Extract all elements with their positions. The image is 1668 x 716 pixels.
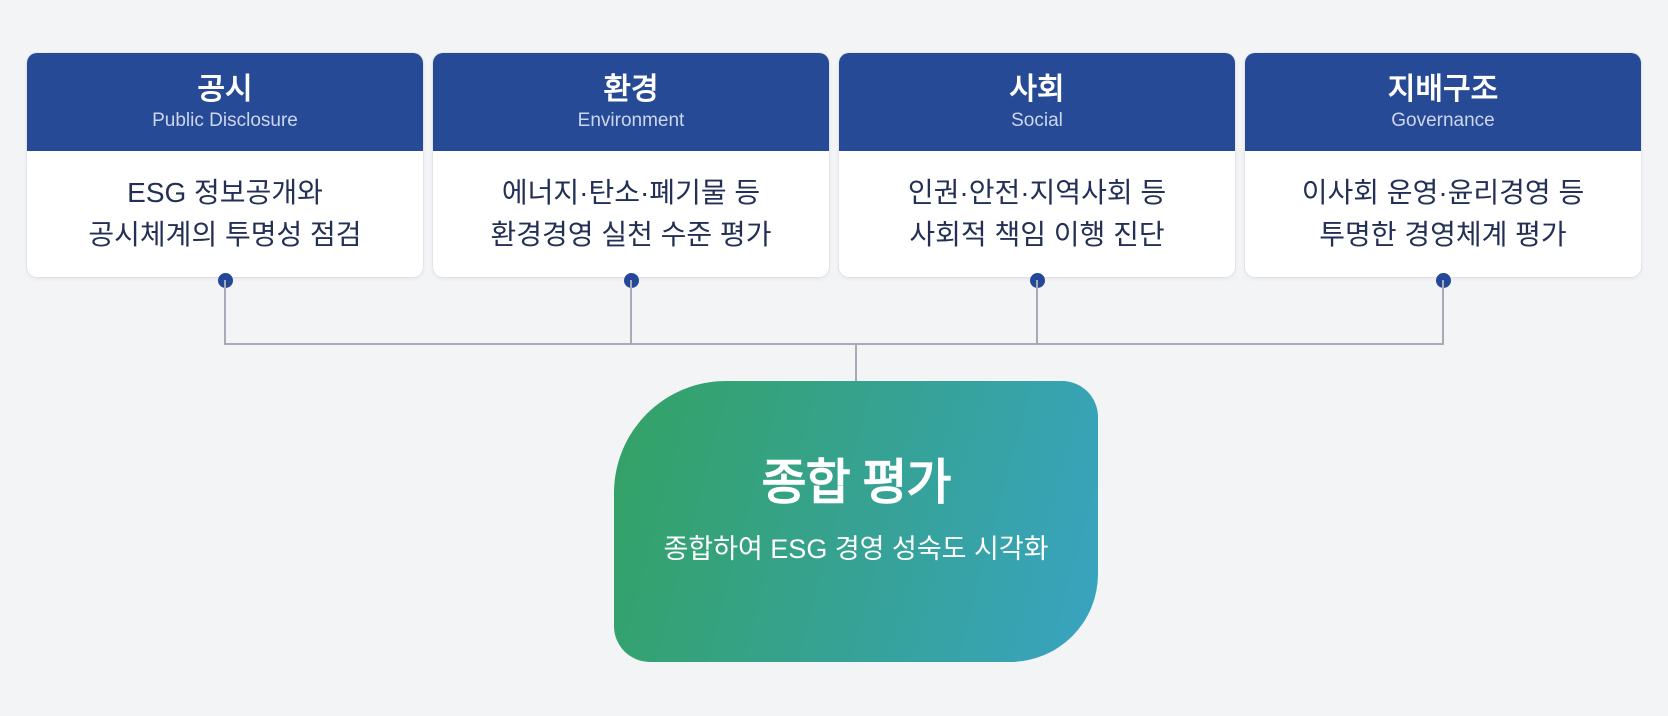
pillar-description-line: 에너지·탄소·폐기물 등	[501, 177, 761, 208]
pillar-description-line: 환경경영 실천 수준 평가	[490, 219, 772, 250]
pillar-description-line: 공시체계의 투명성 점검	[88, 219, 362, 250]
pillar-card-governance: 지배구조 Governance 이사회 운영·윤리경영 등 투명한 경영체계 평…	[1245, 53, 1641, 288]
pillar-title-en: Public Disclosure	[152, 109, 298, 131]
pillar-card-header: 지배구조 Governance	[1245, 53, 1641, 151]
pillar-card-header: 환경 Environment	[433, 53, 829, 151]
pillar-description-line: ESG 정보공개와	[127, 177, 323, 208]
pillar-title-ko: 환경	[603, 72, 659, 106]
pillar-description: 인권·안전·지역사회 등 사회적 책임 이행 진단	[839, 151, 1235, 277]
pillar-card-social: 사회 Social 인권·안전·지역사회 등 사회적 책임 이행 진단	[839, 53, 1235, 288]
pillar-title-ko: 지배구조	[1387, 72, 1499, 106]
pillar-card-environment: 환경 Environment 에너지·탄소·폐기물 등 환경경영 실천 수준 평…	[433, 53, 829, 288]
pillar-card-header: 공시 Public Disclosure	[27, 53, 423, 151]
pillar-title-ko: 공시	[197, 72, 253, 106]
pillar-title-en: Governance	[1391, 109, 1495, 131]
summary-subtitle: 종합하여 ESG 경영 성숙도 시각화	[663, 533, 1049, 564]
pillar-card-header: 사회 Social	[839, 53, 1235, 151]
pillar-description-line: 인권·안전·지역사회 등	[907, 177, 1167, 208]
pillar-description: 이사회 운영·윤리경영 등 투명한 경영체계 평가	[1245, 151, 1641, 277]
summary-title: 종합 평가	[761, 456, 952, 510]
connector-stub	[224, 280, 226, 344]
summary-panel: 종합 평가 종합하여 ESG 경영 성숙도 시각화	[614, 381, 1098, 662]
pillar-description-line: 이사회 운영·윤리경영 등	[1301, 177, 1585, 208]
pillar-description: 에너지·탄소·폐기물 등 환경경영 실천 수준 평가	[433, 151, 829, 277]
connector-horizontal-line	[224, 343, 1444, 345]
connector-stub	[1442, 280, 1444, 344]
pillar-title-en: Social	[1011, 109, 1063, 131]
pillar-description-line: 사회적 책임 이행 진단	[909, 219, 1165, 250]
connector-center-stem	[855, 343, 857, 383]
pillar-description-line: 투명한 경영체계 평가	[1319, 219, 1567, 250]
pillar-card-public-disclosure: 공시 Public Disclosure ESG 정보공개와 공시체계의 투명성…	[27, 53, 423, 288]
connector-stub	[630, 280, 632, 344]
connector-stub	[1036, 280, 1038, 344]
pillar-title-en: Environment	[577, 109, 685, 131]
pillar-title-ko: 사회	[1009, 72, 1065, 106]
pillar-description: ESG 정보공개와 공시체계의 투명성 점검	[27, 151, 423, 277]
